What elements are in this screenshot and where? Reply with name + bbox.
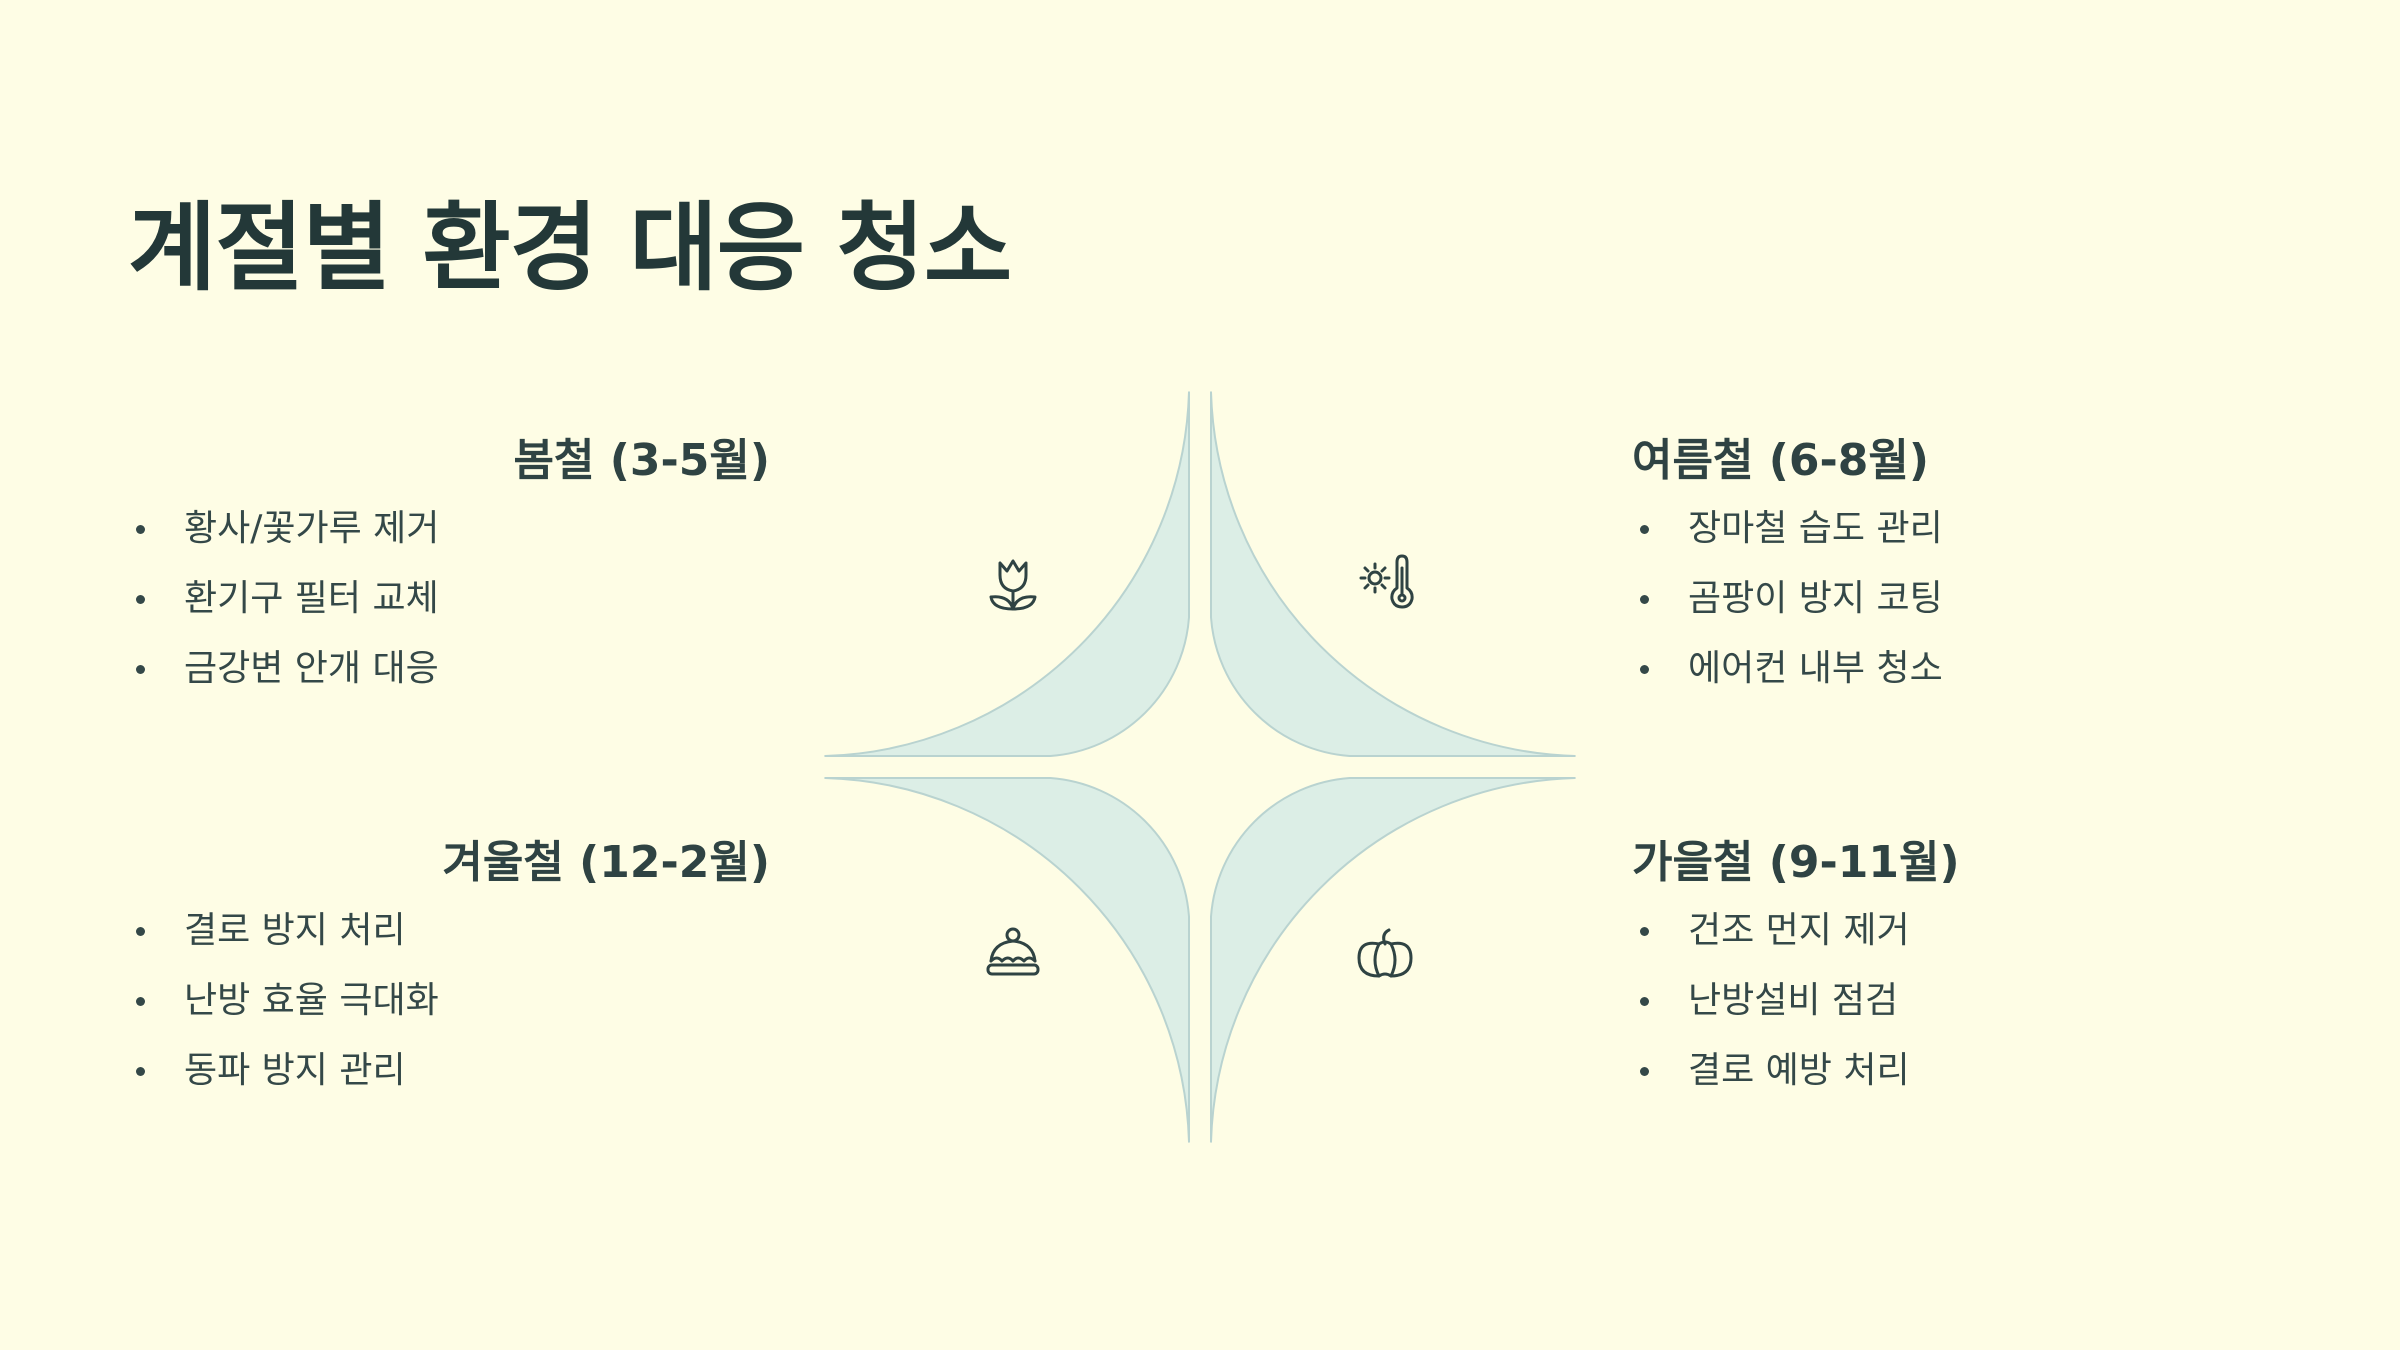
sun-thermometer-icon [1359,554,1414,609]
pumpkin-icon [1357,928,1413,978]
season-list-spring: 황사/꽃가루 제거 환기구 필터 교체 금강변 안개 대응 [128,494,439,704]
segment-autumn [1210,777,1576,1143]
segment-spring [824,391,1190,757]
bullet-icon [1640,1067,1649,1076]
season-list-winter: 결로 방지 처리 난방 효율 극대화 동파 방지 관리 [128,896,439,1106]
season-heading-spring: 봄철 (3-5월) [513,435,770,486]
bullet-icon [136,997,145,1006]
list-item: 황사/꽃가루 제거 [128,494,439,564]
bullet-icon [136,595,145,604]
list-item: 장마철 습도 관리 [1632,494,1943,564]
bullet-icon [1640,595,1649,604]
snow-hat-icon [986,927,1040,976]
bullet-icon [136,927,145,936]
list-item: 환기구 필터 교체 [128,564,439,634]
list-item: 금강변 안개 대응 [128,634,439,704]
segment-winter [824,777,1190,1143]
season-heading-summer: 여름철 (6-8월) [1632,435,1929,486]
bullet-icon [1640,665,1649,674]
season-heading-winter: 겨울철 (12-2월) [442,837,770,888]
bullet-icon [1640,997,1649,1006]
list-item: 동파 방지 관리 [128,1036,439,1106]
list-item: 난방 효율 극대화 [128,966,439,1036]
season-list-summer: 장마철 습도 관리 곰팡이 방지 코팅 에어컨 내부 청소 [1632,494,1943,704]
season-list-autumn: 건조 먼지 제거 난방설비 점검 결로 예방 처리 [1632,896,1910,1106]
bullet-icon [136,665,145,674]
segment-summer [1210,391,1576,757]
tulip-icon [989,559,1037,611]
bullet-icon [136,525,145,534]
list-item: 건조 먼지 제거 [1632,896,1910,966]
list-item: 결로 방지 처리 [128,896,439,966]
page-title: 계절별 환경 대응 청소 [128,192,1012,304]
bullet-icon [1640,927,1649,936]
bullet-icon [136,1067,145,1076]
list-item: 결로 예방 처리 [1632,1036,1910,1106]
bullet-icon [1640,525,1649,534]
list-item: 에어컨 내부 청소 [1632,634,1943,704]
list-item: 난방설비 점검 [1632,966,1910,1036]
list-item: 곰팡이 방지 코팅 [1632,564,1943,634]
season-heading-autumn: 가을철 (9-11월) [1632,837,1960,888]
